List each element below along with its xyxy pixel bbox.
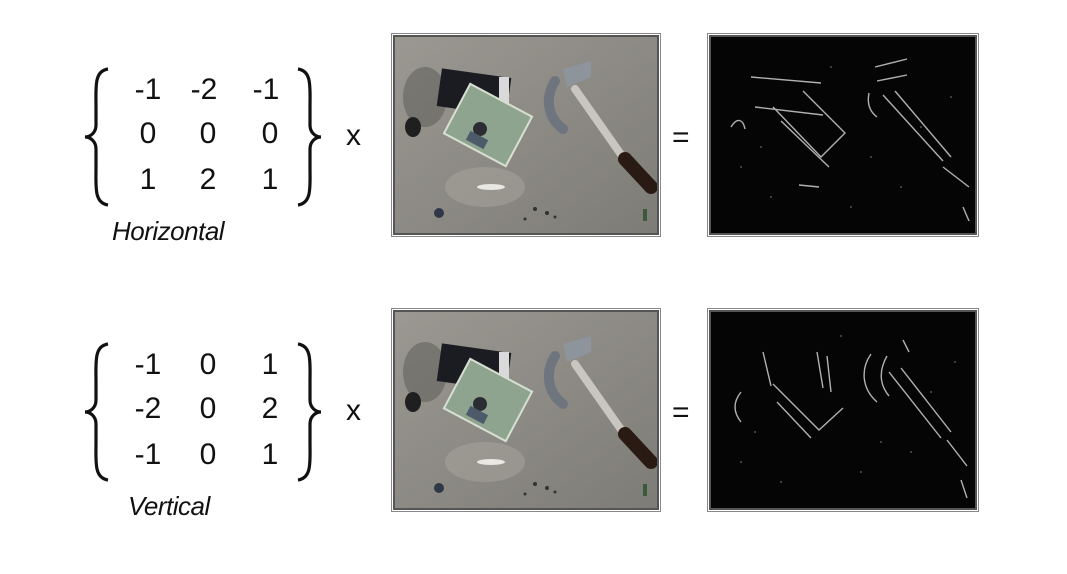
multiply-operator: x — [346, 119, 361, 152]
edge-output-image — [707, 308, 979, 512]
kernel-label: Vertical — [128, 491, 210, 521]
kernel-label: Horizontal — [112, 216, 225, 246]
kernel-matrix: -1 0 1 -2 0 2 -1 0 1 — [118, 345, 290, 477]
input-photo — [391, 33, 661, 237]
horizontal-kernel-row: -1 -2 -1 0 0 0 1 2 1 Horizontal x — [0, 30, 1067, 270]
matrix-cell: 0 — [139, 117, 157, 150]
input-photo — [391, 308, 661, 512]
right-brace — [294, 67, 324, 207]
matrix-cell: 2 — [261, 392, 279, 425]
edge-output-image — [707, 33, 979, 237]
matrix-cell: -2 — [134, 392, 162, 425]
matrix-cell: 1 — [261, 438, 279, 471]
matrix-cell: 1 — [261, 163, 279, 196]
equals-operator: = — [672, 396, 690, 429]
matrix-cell: 0 — [199, 117, 217, 150]
matrix-cell: 1 — [261, 348, 279, 381]
matrix-cell: 0 — [199, 392, 217, 425]
matrix-cell: -1 — [134, 348, 162, 381]
matrix-cell: 0 — [199, 438, 217, 471]
multiply-operator: x — [346, 394, 361, 427]
left-brace — [82, 67, 112, 207]
matrix-cell: 1 — [139, 163, 157, 196]
matrix-cell: -1 — [252, 73, 280, 106]
left-brace — [82, 342, 112, 482]
matrix-cell: 0 — [261, 117, 279, 150]
right-brace — [294, 342, 324, 482]
kernel-matrix: -1 -2 -1 0 0 0 1 2 1 — [118, 70, 290, 202]
matrix-cell: 2 — [199, 163, 217, 196]
vertical-kernel-row: -1 0 1 -2 0 2 -1 0 1 Vertical x — [0, 305, 1067, 545]
matrix-cell: 0 — [199, 348, 217, 381]
matrix-cell: -1 — [134, 73, 162, 106]
matrix-cell: -2 — [190, 73, 218, 106]
matrix-cell: -1 — [134, 438, 162, 471]
equals-operator: = — [672, 121, 690, 154]
